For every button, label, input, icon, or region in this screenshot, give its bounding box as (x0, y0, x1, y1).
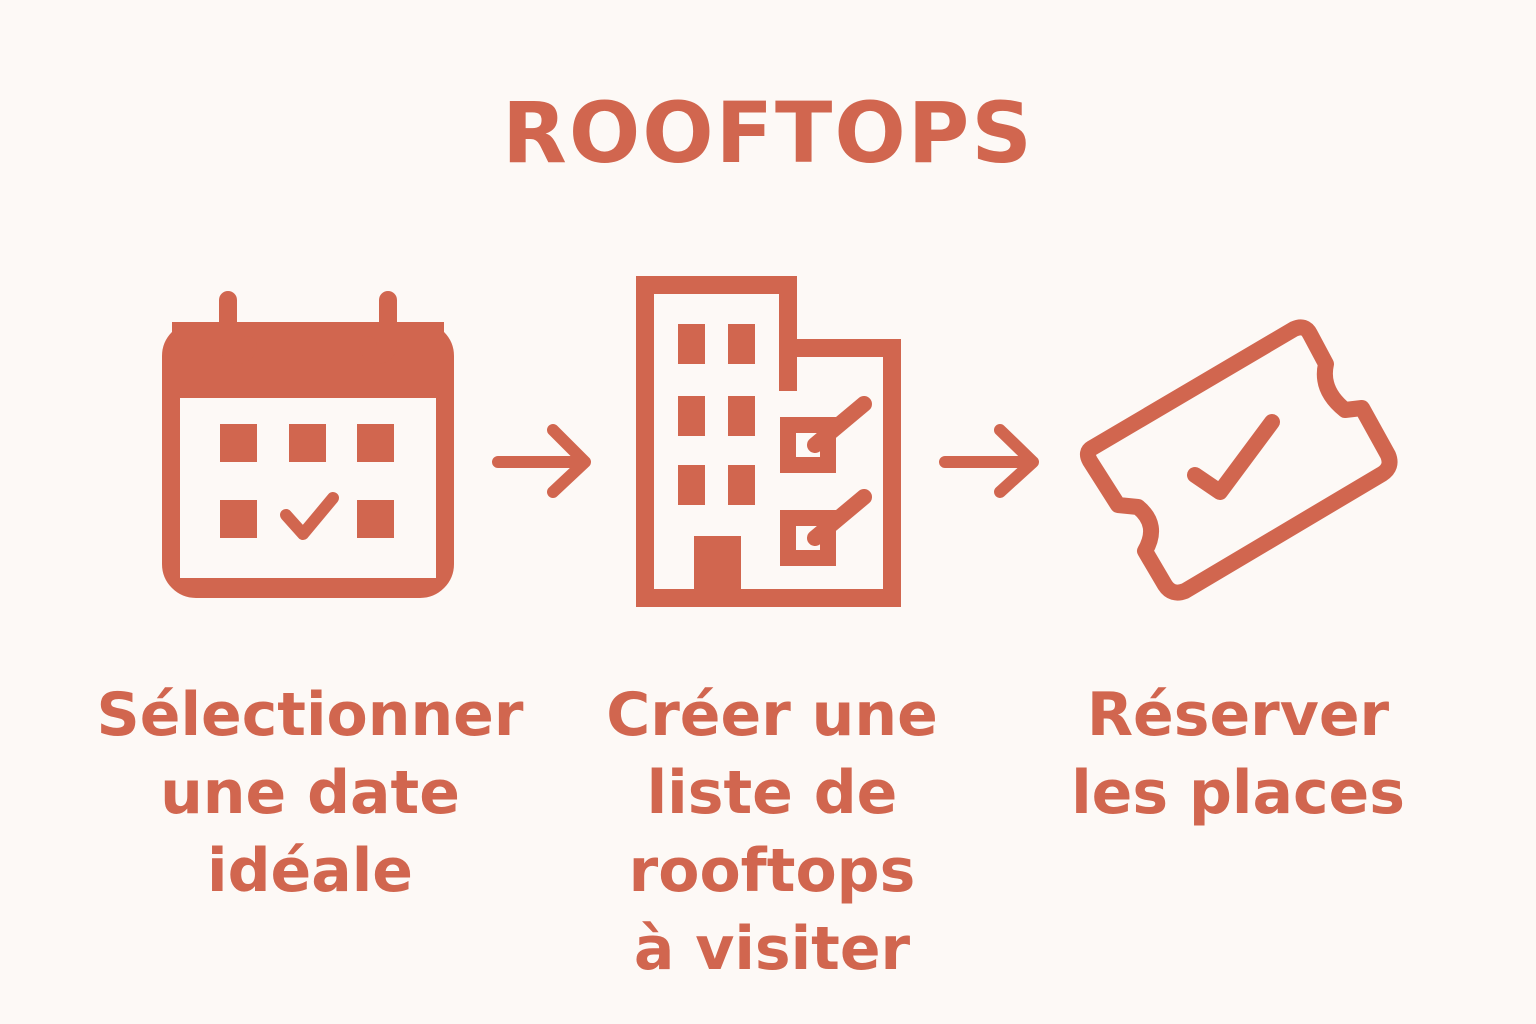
label-line: Créer une (606, 680, 938, 750)
label-line: à visiter (633, 914, 911, 984)
label-line: Sélectionner (96, 680, 524, 750)
ticket-check-icon (1079, 319, 1398, 601)
step-label-book-places: Réserver les places (1008, 676, 1468, 832)
label-line: les places (1071, 758, 1405, 828)
step-label-create-list: Créer une liste de rooftops à visiter (542, 676, 1002, 988)
label-line: idéale (207, 836, 413, 906)
page-title: ROOFTOPS (502, 84, 1034, 182)
step-label-select-date: Sélectionner une date idéale (80, 676, 540, 910)
label-line: Réserver (1086, 680, 1390, 750)
building-checklist-icon (636, 276, 901, 607)
label-line: rooftops (628, 836, 916, 906)
label-line: liste de (646, 758, 898, 828)
arrow-right-icon (492, 424, 591, 498)
calendar-check-icon (162, 291, 454, 598)
arrow-right-icon (939, 424, 1039, 498)
label-line: une date (160, 758, 460, 828)
